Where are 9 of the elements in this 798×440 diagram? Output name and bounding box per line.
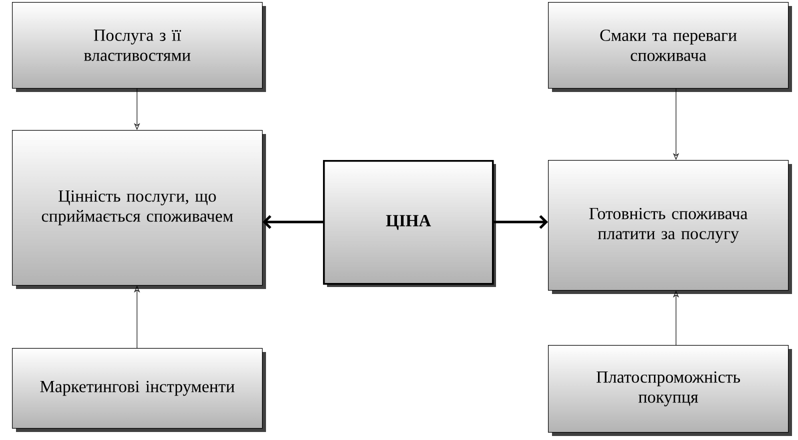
arrow (262, 215, 323, 229)
box: Цінність послуги, що сприймається споживачем (12, 130, 266, 289)
box: Платоспроможність покупця (548, 345, 792, 436)
box: Послуга з її властивостями (12, 2, 266, 92)
price-box: ЦІНА (323, 160, 496, 287)
box: Готовність споживача платити за послугу (548, 160, 792, 294)
box: Маркетингові інструменти (12, 348, 266, 432)
box: Смаки та переваги споживача (548, 2, 792, 92)
arrow (494, 215, 548, 229)
